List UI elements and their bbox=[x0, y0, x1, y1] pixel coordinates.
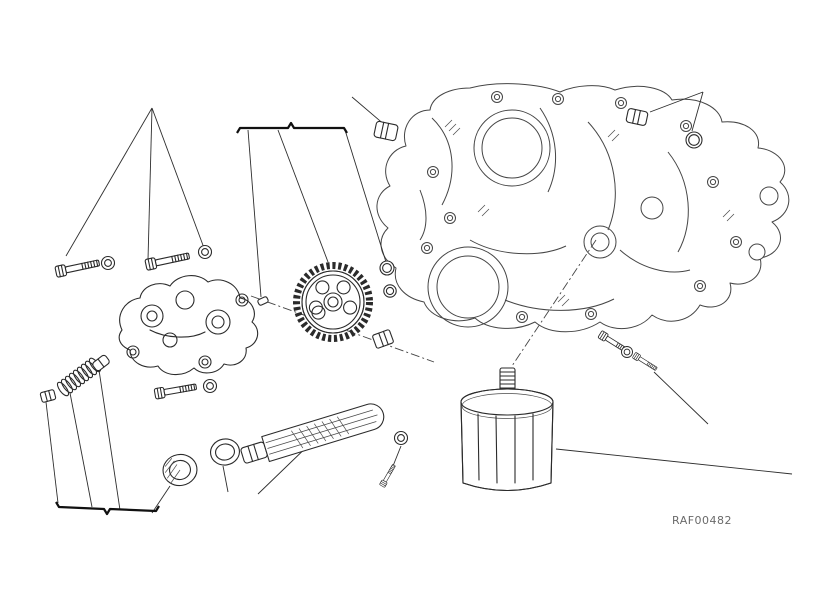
leader-lines bbox=[45, 91, 793, 514]
relief-valve-piston bbox=[92, 354, 110, 372]
socket-bolt-icon bbox=[153, 381, 198, 400]
o-ring bbox=[685, 131, 703, 149]
cap-plug bbox=[162, 453, 198, 487]
oil-pump-body bbox=[118, 275, 259, 376]
oil-filter bbox=[460, 388, 554, 492]
drive-gear bbox=[293, 262, 373, 342]
bolt-bosses bbox=[421, 91, 742, 323]
filter-axis-line bbox=[511, 239, 597, 367]
crankcase bbox=[376, 83, 790, 333]
bottom-group-bracket bbox=[55, 501, 160, 516]
relief-valve-spring bbox=[56, 357, 102, 397]
socket-bolt-icon bbox=[144, 249, 191, 271]
washer-icon bbox=[393, 430, 409, 446]
figure-code: RAF00482 bbox=[672, 514, 732, 527]
socket-bolt-icon bbox=[54, 256, 101, 278]
locating-pin bbox=[257, 296, 269, 306]
washer-icon bbox=[202, 378, 218, 394]
dowel-bushing bbox=[625, 108, 649, 126]
hatch-marks bbox=[444, 119, 735, 307]
strainer-tube bbox=[240, 403, 385, 464]
washer-icon bbox=[621, 346, 633, 358]
spacer-bushing bbox=[372, 329, 394, 349]
small-bolt-icon bbox=[631, 351, 659, 373]
relief-valve-plug bbox=[39, 389, 57, 403]
washer-icon bbox=[100, 255, 116, 271]
seal-washer bbox=[209, 438, 241, 466]
casting-ribs bbox=[419, 107, 691, 311]
top-group-bracket bbox=[236, 121, 348, 134]
o-ring bbox=[379, 260, 395, 276]
washer-icon bbox=[197, 244, 213, 260]
strainer-mesh bbox=[291, 416, 350, 449]
dowel-bushing bbox=[373, 120, 399, 142]
o-ring bbox=[383, 284, 397, 298]
small-bolt-icon bbox=[379, 463, 398, 488]
